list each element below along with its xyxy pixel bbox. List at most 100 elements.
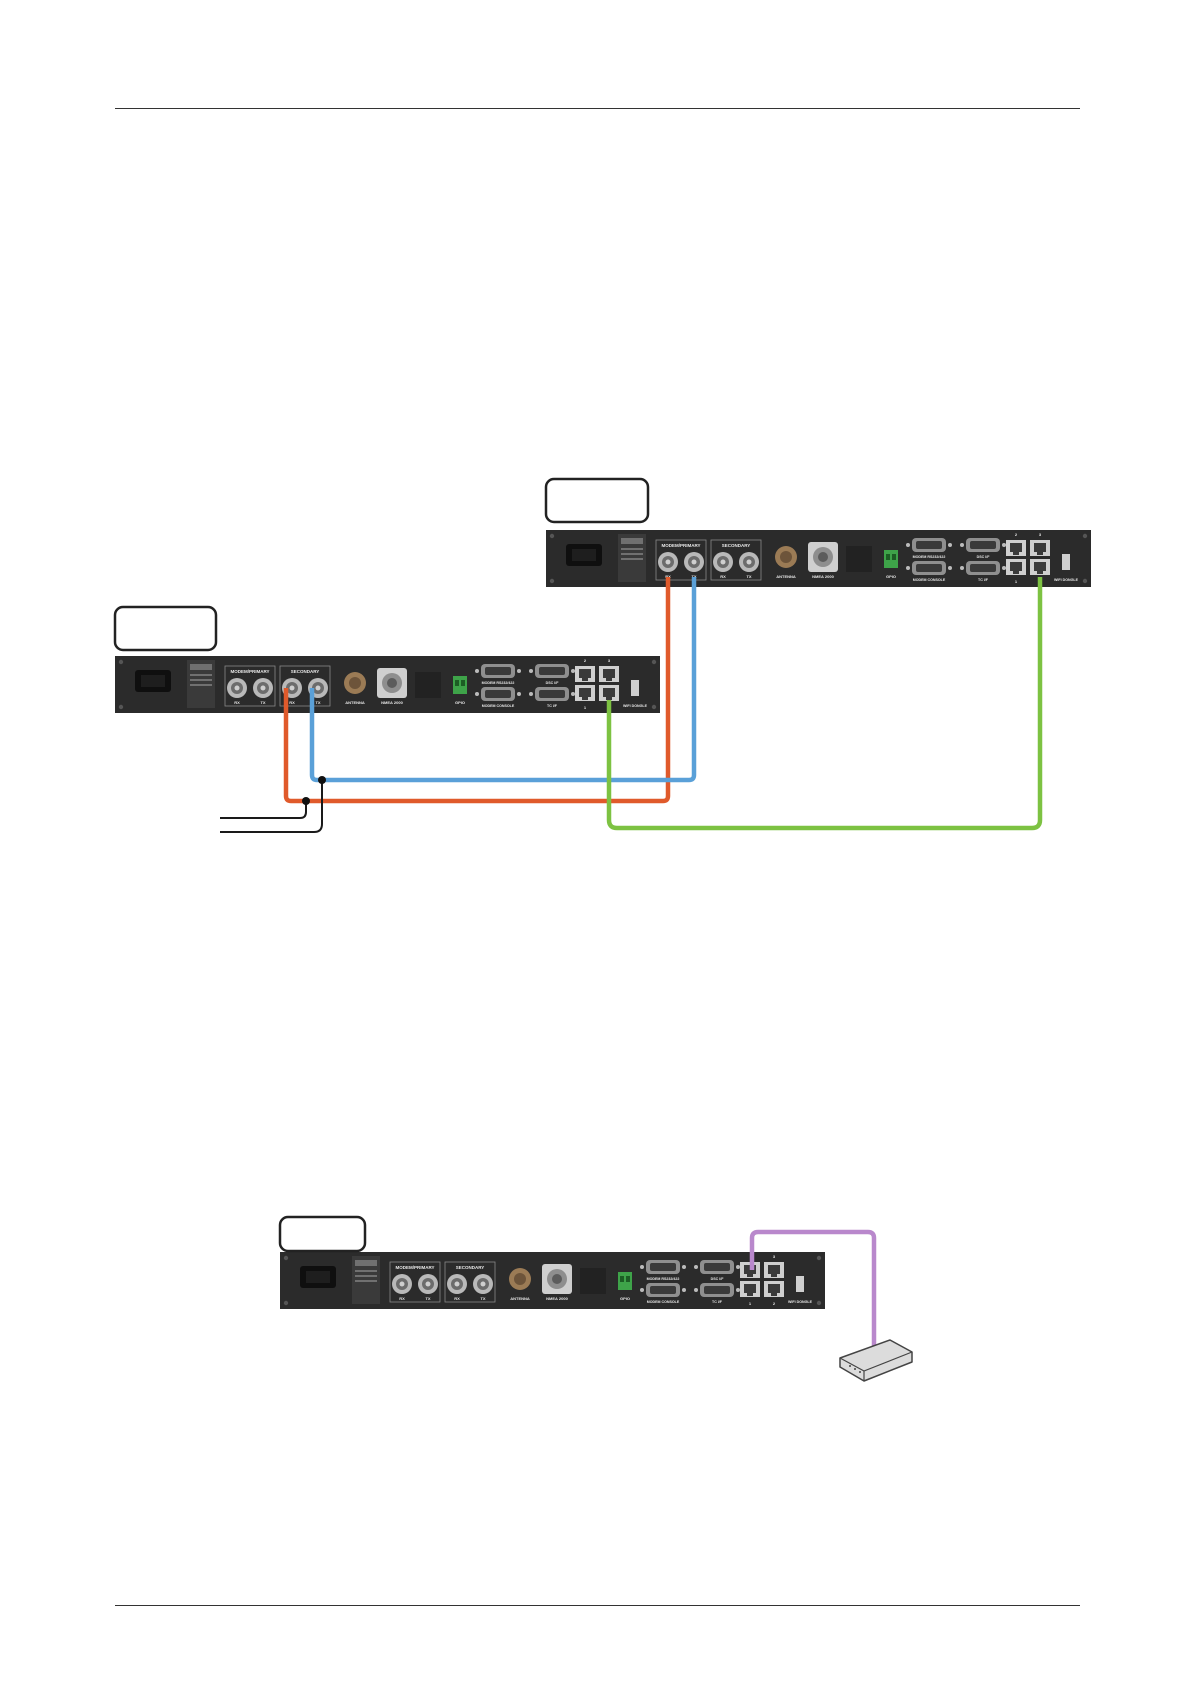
unit-top-primary-rx-label: RX: [665, 574, 671, 579]
unit-bottom-primary-rx-label: RX: [399, 1296, 405, 1301]
router-icon: [839, 1339, 913, 1382]
unit-bottom-modem-console-label: MODEM CONSOLE: [647, 1300, 680, 1304]
unit-middle-primary-tx-label: TX: [260, 700, 265, 705]
cable-router-purple: [749, 1229, 877, 1352]
unit-bottom-label-box: [278, 1215, 367, 1253]
unit-middle-port1-label: 1: [584, 705, 587, 710]
unit-top-nmea2000-label: NMEA 2000: [812, 574, 834, 579]
unit-top-secondary-rx-label: RX: [720, 574, 726, 579]
unit-top-secondary-label: SECONDARY: [722, 543, 751, 548]
unit-middle-lan-port-1: [575, 685, 595, 701]
unit-middle-tc-label: TC I/F: [547, 704, 558, 708]
unit-top: MODEM/PRIMARY RX TX SECONDARY RX TX ANTE…: [546, 530, 1091, 587]
unit-bottom-lan-port-4: [764, 1281, 784, 1297]
unit-middle-secondary-rx-label: RX: [289, 700, 295, 705]
unit-bottom-antenna-label: ANTENNA: [510, 1296, 530, 1301]
unit-top-secondary-rx-connector: [713, 552, 733, 572]
unit-top-lan-port-1: [1006, 559, 1026, 575]
unit-middle-nmea2000-label: NMEA 2000: [381, 700, 403, 705]
unit-top-modem-rs-connector: [906, 538, 952, 552]
unit-top-tc-connector: [960, 561, 1006, 575]
unit-bottom-wifi-usb-port: [796, 1276, 804, 1292]
unit-bottom-lan-port-3: [764, 1262, 784, 1278]
cable-lan-green: [606, 577, 1043, 831]
unit-middle-lan-port-2: [575, 666, 595, 682]
unit-bottom-modem-rs-connector: [640, 1260, 686, 1274]
unit-top-modem-rs-label: MODEM RS232/422: [913, 555, 946, 559]
unit-middle-primary-tx-connector: [253, 678, 273, 698]
unit-middle-antenna-label: ANTENNA: [345, 700, 365, 705]
unit-middle-wifi-label: WIFI DONGLE: [623, 704, 648, 708]
unit-top-secondary-tx-label: TX: [746, 574, 751, 579]
unit-top-modem-console-connector: [906, 561, 952, 575]
unit-top-dsc-connector: [960, 538, 1006, 552]
unit-top-gpio-label: GPIO: [886, 574, 896, 579]
header-rule: [115, 108, 1080, 109]
unit-middle-vent: [415, 672, 441, 698]
unit-middle-gpio-label: GPIO: [455, 700, 465, 705]
unit-top-wifi-label: WIFI DONGLE: [1054, 578, 1079, 582]
unit-middle: MODEM/PRIMARY RX TX SECONDARY RX TX ANTE…: [115, 656, 660, 713]
unit-top-lan-port-2: [1006, 540, 1026, 556]
unit-top-secondary-tx-connector: [739, 552, 759, 572]
unit-middle-modem-console-label: MODEM CONSOLE: [482, 704, 515, 708]
unit-middle-modem-console-connector: [475, 687, 521, 701]
unit-top-port2-label: 2: [1015, 532, 1018, 537]
unit-middle-modem-primary-label: MODEM/PRIMARY: [230, 669, 269, 674]
unit-top-primary-rx-connector: [658, 552, 678, 572]
junction-rx: [302, 797, 310, 805]
junction-tx: [318, 776, 326, 784]
unit-bottom-dsc-label: DSC I/F: [711, 1277, 725, 1281]
unit-bottom-wifi-label: WIFI DONGLE: [788, 1300, 813, 1304]
unit-middle-primary-rx-connector: [227, 678, 247, 698]
unit-middle-lan-port-4: [599, 685, 619, 701]
unit-bottom-secondary-rx-connector: [447, 1274, 467, 1294]
unit-bottom-port3-label: 3: [773, 1254, 776, 1259]
unit-top-port1-label: 1: [1015, 579, 1018, 584]
unit-middle-secondary-tx-label: TX: [315, 700, 320, 705]
unit-bottom-primary-tx-connector: [418, 1274, 438, 1294]
unit-middle-modem-rs-label: MODEM RS232/422: [482, 681, 515, 685]
unit-top-antenna-label: ANTENNA: [776, 574, 796, 579]
unit-top-lan-port-3: [1030, 540, 1050, 556]
unit-middle-primary-rx-label: RX: [234, 700, 240, 705]
unit-bottom-secondary-label: SECONDARY: [456, 1265, 485, 1270]
unit-bottom-modem-console-connector: [640, 1283, 686, 1297]
unit-top-label-box: [544, 477, 650, 524]
unit-bottom-modem-rs-label: MODEM RS232/422: [647, 1277, 680, 1281]
cable-tx-blue: [309, 577, 697, 783]
unit-bottom-primary-rx-connector: [392, 1274, 412, 1294]
unit-top-primary-tx-connector: [684, 552, 704, 572]
unit-middle-dsc-label: DSC I/F: [546, 681, 560, 685]
unit-top-modem-primary-label: MODEM/PRIMARY: [661, 543, 700, 548]
unit-middle-label-box: [113, 605, 218, 652]
unit-bottom-dsc-connector: [694, 1260, 740, 1274]
unit-top-dsc-label: DSC I/F: [977, 555, 991, 559]
unit-bottom-lan-port-1: [740, 1281, 760, 1297]
unit-bottom-modem-primary-label: MODEM/PRIMARY: [395, 1265, 434, 1270]
unit-bottom: MODEM/PRIMARY RX TX SECONDARY RX TX ANTE…: [280, 1252, 825, 1309]
unit-top-primary-tx-label: TX: [691, 574, 696, 579]
unit-middle-wifi-usb-port: [631, 680, 639, 696]
unit-middle-modem-rs-connector: [475, 664, 521, 678]
unit-middle-tc-connector: [529, 687, 575, 701]
unit-bottom-port2-label: 2: [773, 1301, 776, 1306]
unit-bottom-vent: [580, 1268, 606, 1294]
unit-bottom-secondary-rx-label: RX: [454, 1296, 460, 1301]
unit-bottom-tc-label: TC I/F: [712, 1300, 723, 1304]
unit-top-vent: [846, 546, 872, 572]
unit-bottom-nmea2000-label: NMEA 2000: [546, 1296, 568, 1301]
unit-top-tc-label: TC I/F: [978, 578, 989, 582]
cable-external-tx: [220, 780, 323, 833]
unit-middle-secondary-label: SECONDARY: [291, 669, 320, 674]
unit-top-wifi-usb-port: [1062, 554, 1070, 570]
unit-top-lan-port-4: [1030, 559, 1050, 575]
unit-middle-dsc-connector: [529, 664, 575, 678]
unit-middle-port2-label: 2: [584, 658, 587, 663]
unit-bottom-secondary-tx-connector: [473, 1274, 493, 1294]
unit-top-port3-label: 3: [1039, 532, 1042, 537]
unit-bottom-port1-label: 1: [749, 1301, 752, 1306]
unit-middle-lan-port-3: [599, 666, 619, 682]
cable-rx-orange: [283, 577, 671, 804]
